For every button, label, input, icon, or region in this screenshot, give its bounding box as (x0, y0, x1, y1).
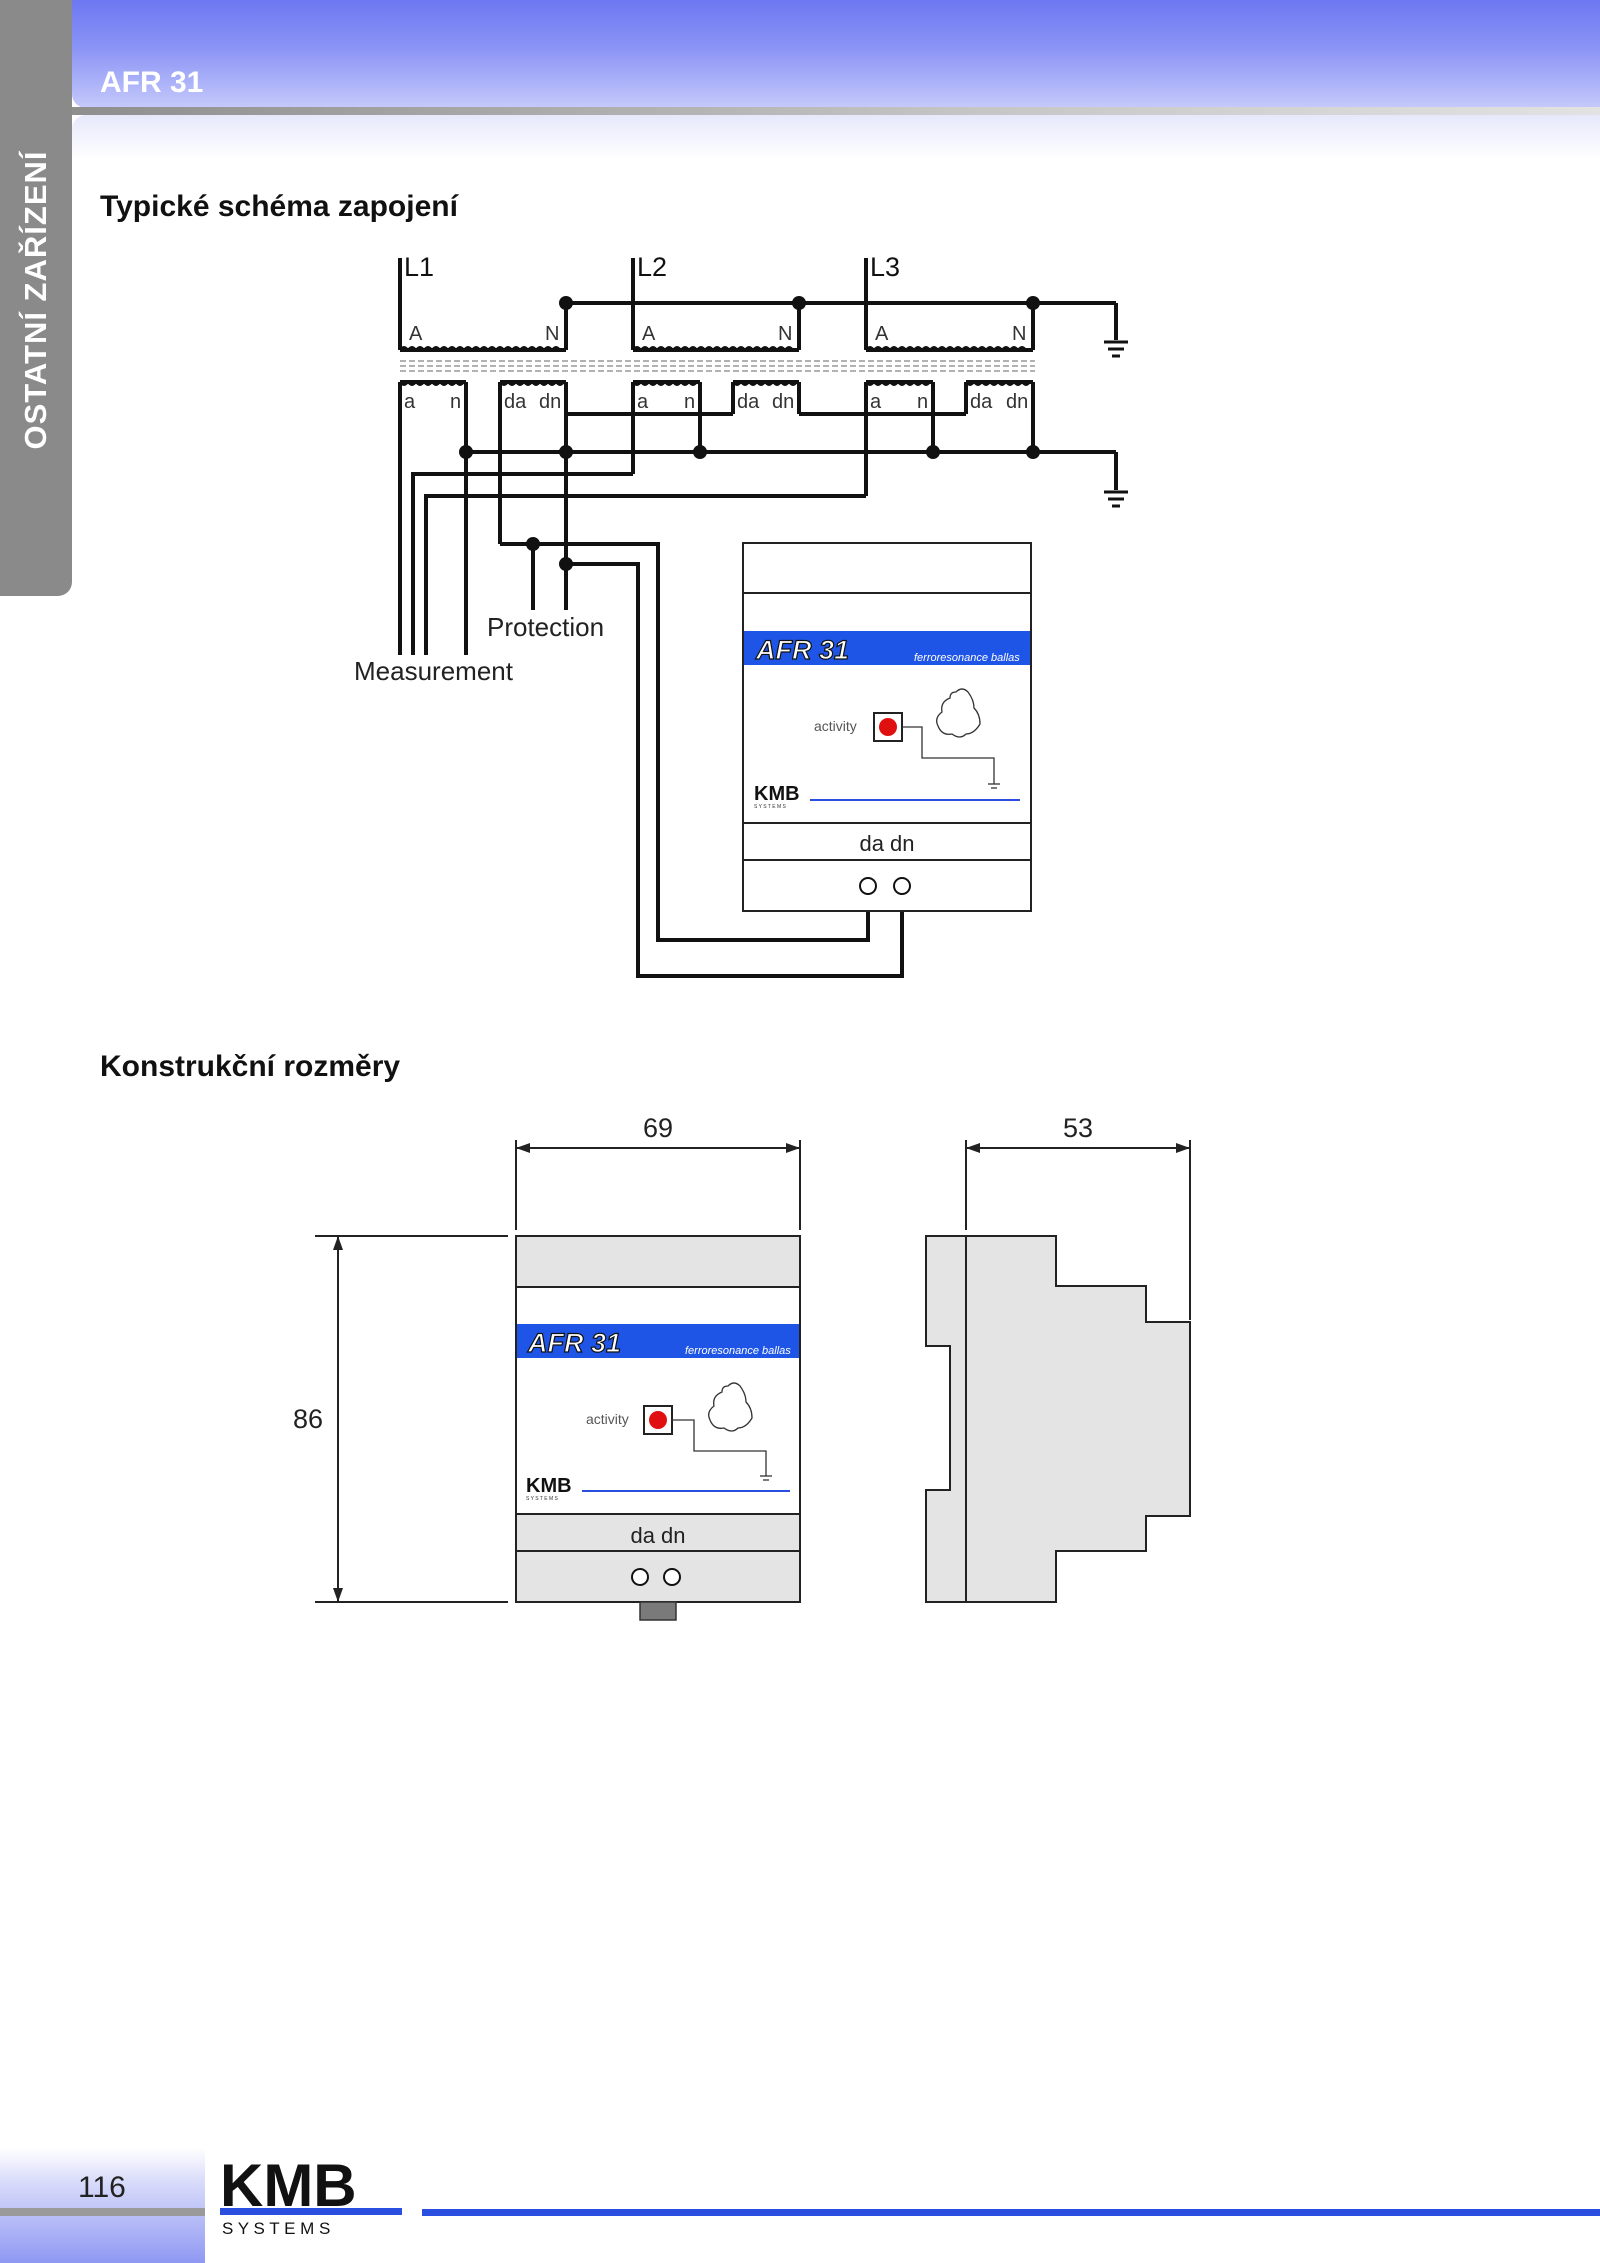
primary-a-label: A (875, 323, 889, 345)
secondary-n-label: n (684, 391, 695, 413)
phase-label: L3 (870, 252, 900, 282)
transformer-schematic-icon (902, 688, 1000, 789)
primary-n-label: N (1012, 323, 1026, 345)
front-view-activity-label: activity (586, 1411, 629, 1427)
terminal-dn-icon (893, 877, 911, 895)
primary-n-label: N (778, 323, 792, 345)
device-side-view (925, 1235, 1191, 1603)
device-logo: KMB (754, 783, 800, 805)
kmb-logo: KMB S Y S T E M S (220, 2152, 402, 2238)
front-view-transformer-icon (672, 1382, 772, 1481)
dimension-depth-label: 53 (1063, 1113, 1093, 1143)
ground-icon (1104, 490, 1128, 508)
front-view-terminals-label: da dn (630, 1523, 685, 1548)
secondary-a-label: a (870, 391, 882, 413)
device-logo-sub: S Y S T E M S (754, 804, 787, 810)
wiring-diagram: L1 L2 L3 A N A N A N a n da dn a n da dn… (354, 252, 1128, 978)
page-number: 116 (78, 2171, 126, 2204)
device-subtitle: ferroresonance ballas (914, 652, 1020, 664)
secondary-a-label: a (404, 391, 416, 413)
header-band (72, 0, 1600, 108)
phase-label: L2 (637, 252, 667, 282)
footer-grey-rule (0, 2208, 205, 2216)
secondary-da-label: da (504, 391, 527, 413)
afr31-device-front: AFR 31 ferroresonance ballas activity KM… (742, 542, 1032, 912)
footer-rule (422, 2209, 1600, 2216)
secondary-n-label: n (450, 391, 461, 413)
secondary-a-label: a (637, 391, 649, 413)
terminal-da-icon (859, 877, 877, 895)
device-brand: AFR 31 (755, 635, 849, 665)
activity-label: activity (814, 718, 857, 734)
front-view-brand: AFR 31 (527, 1328, 621, 1358)
activity-led-icon (879, 718, 897, 736)
wiring-section-title: Typické schéma zapojení (100, 190, 458, 223)
secondary-n-label: n (917, 391, 928, 413)
secondary-da-label: da (970, 391, 993, 413)
dimensions-section-title: Konstrukční rozměry (100, 1050, 401, 1083)
header-rule (72, 107, 1600, 115)
section-side-tab: OSTATNÍ ZAŘÍZENÍ (0, 0, 72, 596)
header-shade (72, 115, 1600, 159)
secondary-da-label: da (737, 391, 760, 413)
footer-band (0, 2148, 205, 2263)
secondary-dn-label: dn (539, 391, 561, 413)
primary-n-label: N (545, 323, 559, 345)
front-view-logo: KMB (526, 1475, 572, 1497)
front-view-led-icon (649, 1411, 667, 1429)
kmb-logo-text: KMB (220, 2152, 357, 2219)
dimension-width-label: 69 (643, 1113, 673, 1143)
kmb-logo-sub: S Y S T E M S (222, 2219, 330, 2238)
secondary-dn-label: dn (772, 391, 794, 413)
page-title: AFR 31 (100, 66, 204, 99)
primary-a-label: A (642, 323, 656, 345)
primary-a-label: A (409, 323, 423, 345)
ground-icon (1104, 340, 1128, 358)
dimension-height-label: 86 (293, 1404, 323, 1434)
device-front-view: AFR 31 ferroresonance ballas activity KM… (515, 1235, 801, 1621)
front-view-subtitle: ferroresonance ballas (685, 1345, 791, 1357)
device-terminals-label: da dn (859, 831, 914, 856)
secondary-dn-label: dn (1006, 391, 1028, 413)
phase-label: L1 (404, 252, 434, 282)
measurement-label: Measurement (354, 656, 514, 686)
front-view-logo-sub: S Y S T E M S (526, 1496, 559, 1502)
protection-label: Protection (487, 612, 604, 642)
device-brand-band (744, 631, 1030, 665)
dimensions-drawing: 69 53 86 AFR 31 ferroresonance ballas ac… (293, 1113, 1191, 1621)
